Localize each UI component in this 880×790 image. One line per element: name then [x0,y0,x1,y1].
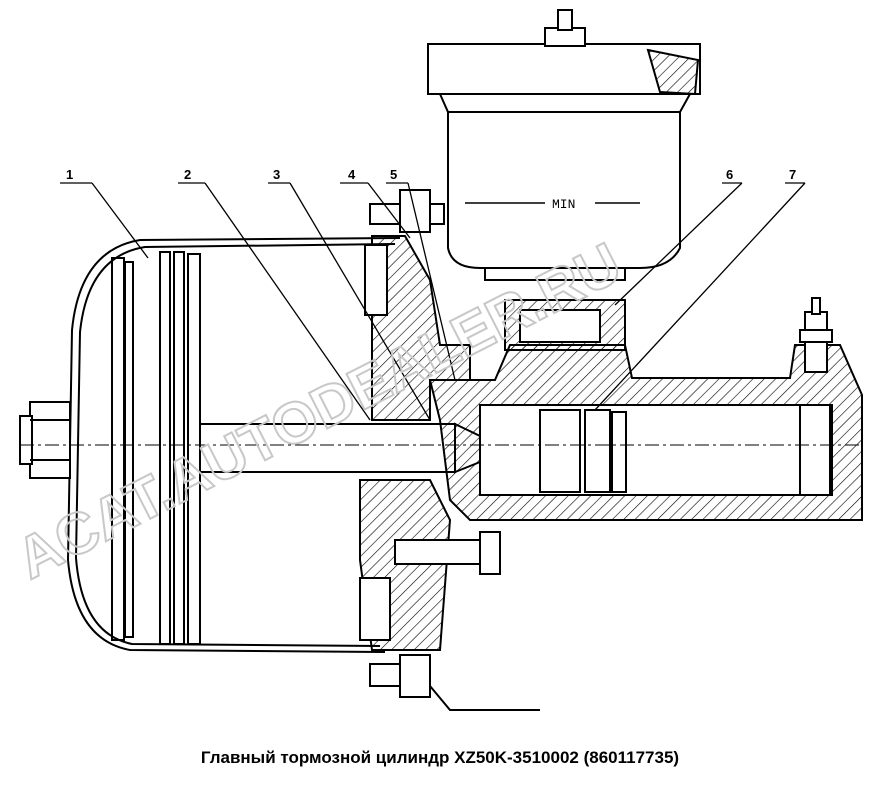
callout-1: 1 [66,167,73,182]
callout-3: 3 [273,167,280,182]
callout-2: 2 [184,167,191,182]
callout-5: 5 [390,167,397,182]
cylinder-body [428,344,863,521]
reservoir-adapter [484,267,626,351]
callout-7: 7 [789,167,796,182]
flange-bolts [369,189,540,711]
air-inlet-fitting [19,401,71,479]
leader-lines [60,182,806,421]
callout-6: 6 [726,167,733,182]
fluid-reservoir: MIN [427,9,701,269]
brake-master-cylinder-drawing: MIN 1 2 3 4 5 6 7 ACAT.AUT [5,9,863,711]
callout-4: 4 [348,167,356,182]
callout-numbers: 1 2 3 4 5 6 7 [66,167,796,182]
drawing-caption: Главный тормозной цилиндр XZ50K-3510002 … [200,748,680,767]
bleeder-valve [799,297,833,373]
reservoir-min-mark: MIN [552,197,575,212]
